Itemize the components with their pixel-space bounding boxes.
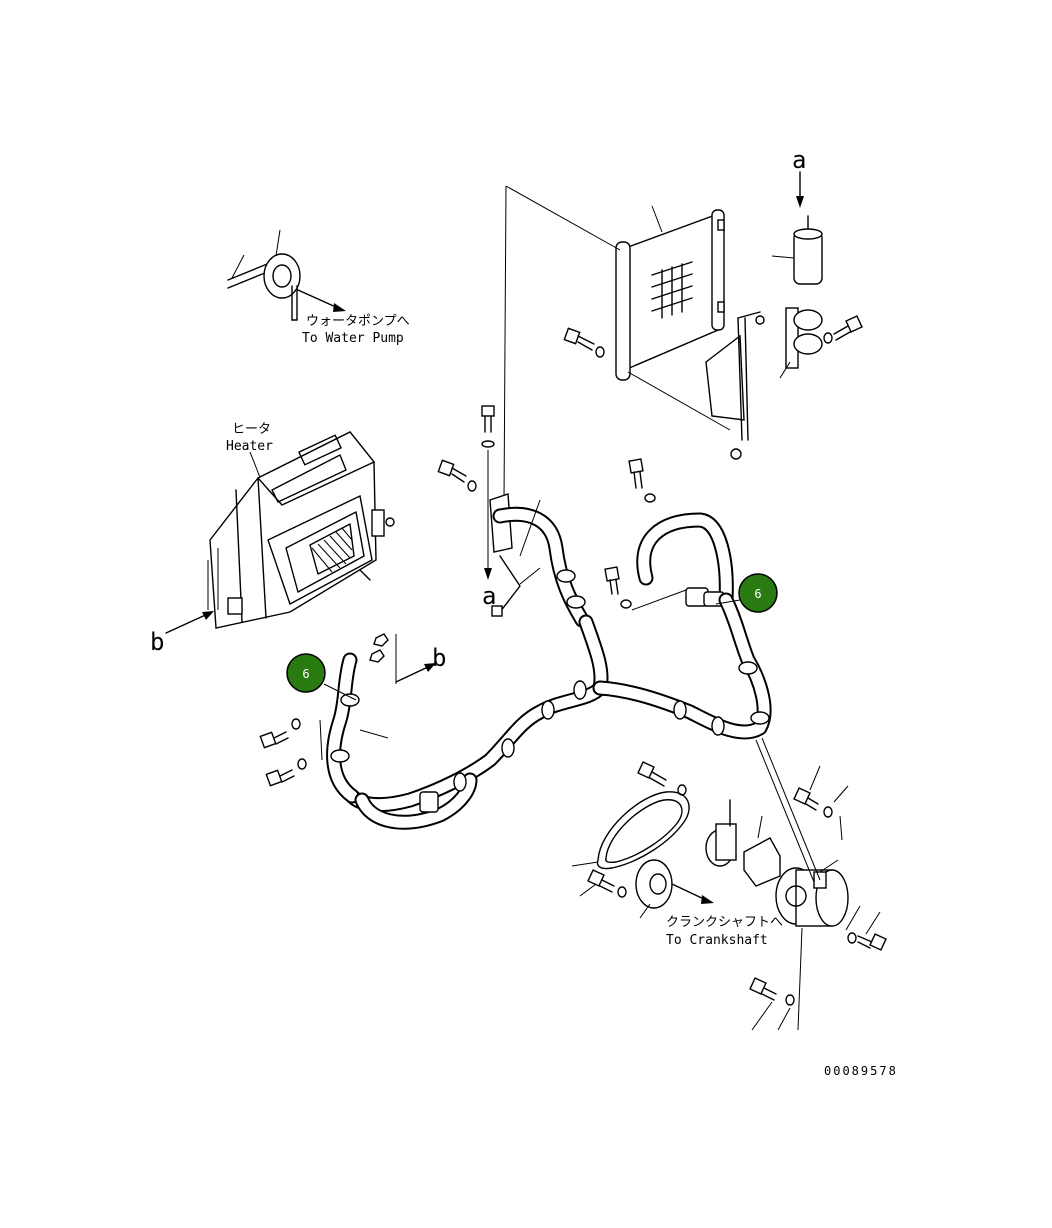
hose-clamps [330,569,770,813]
compressor-right-bolt [793,787,833,818]
crankshaft-label-jp: クランクシャフトへ [666,915,783,930]
water-pump-label-en: To Water Pump [302,331,404,346]
ref-a-bottom: a [482,582,496,610]
upper-bolt-stack [481,405,495,580]
drawing-number: 00089578 [824,1064,898,1078]
compressor-bracket [743,837,781,887]
crankshaft-label-en: To Crankshaft [666,933,768,948]
side-bolt [437,459,477,492]
condenser-bolt [563,327,605,358]
compressor-lower-bolt [847,932,887,951]
upper-right-bolt [628,458,656,503]
drier-bracket [705,307,823,460]
compressor [775,867,849,927]
bottom-bolt [749,977,795,1006]
heater-label-jp: ヒータ [232,422,271,437]
ref-b-right: b [432,644,446,672]
crankshaft-pulley [635,859,673,909]
ref-b-left: b [150,628,164,656]
pressure-switch-fitting [685,587,725,607]
ref-a-top: a [792,146,806,174]
pulley-bolt [587,869,627,898]
compressor-clutch-coil [705,799,737,867]
receiver-drier [793,215,823,285]
water-pump-label-jp: ウォータポンプへ [306,314,410,329]
callout-badge-lower-label: 6 [302,667,309,681]
compressor-top-bolt [637,761,687,796]
left-nut [369,633,389,663]
mid-bolt [604,566,632,609]
heater-unit [209,431,395,629]
drier-bolt [823,315,863,344]
water-pump-pulley [227,229,346,321]
v-belt [596,791,690,870]
heater-label-en: Heater [226,439,273,454]
callout-badge-upper[interactable]: 6 [738,573,778,613]
callout-badge-upper-label: 6 [754,587,761,601]
left-bolt-upper [259,718,301,749]
left-bolt-lower [265,758,307,787]
condenser [615,209,725,381]
callout-badge-lower[interactable]: 6 [286,653,326,693]
